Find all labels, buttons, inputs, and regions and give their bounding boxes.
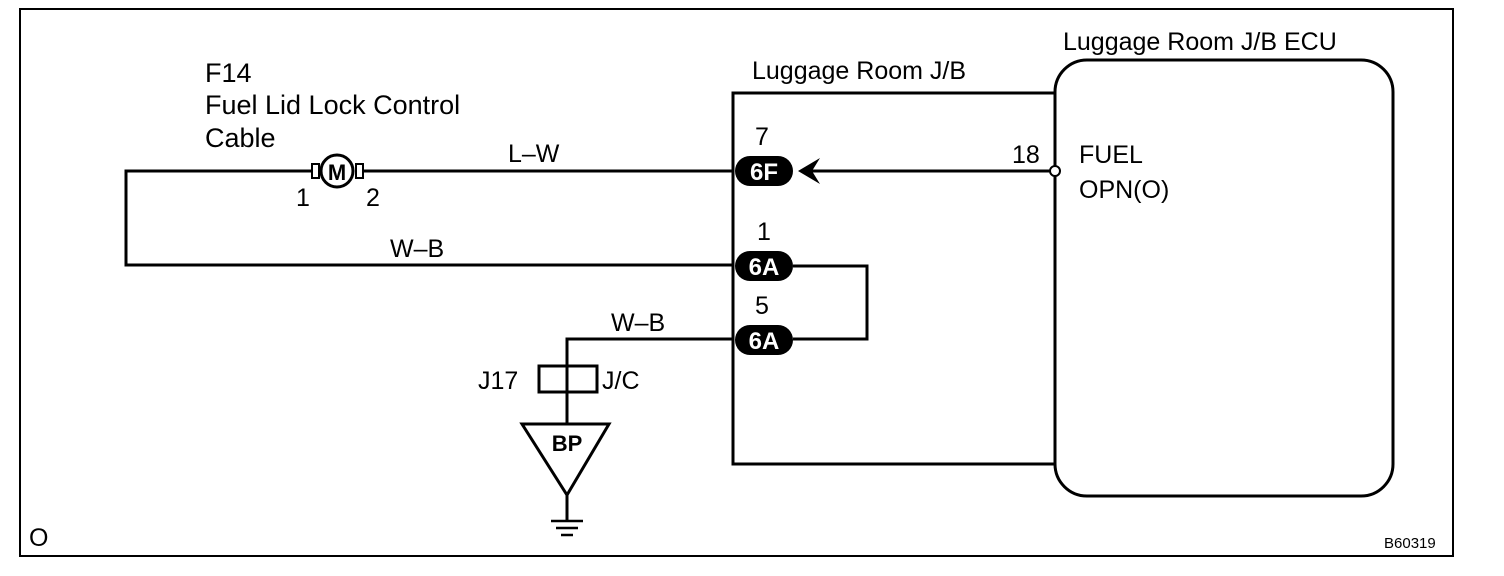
junction-block-outline — [731, 91, 1055, 466]
connector-6a-lower — [735, 325, 793, 355]
motor-symbol: M — [311, 153, 364, 189]
junction-connector-code: J17 — [478, 367, 518, 395]
ecu-terminal — [1049, 165, 1061, 177]
ecu-pin-number: 18 — [1012, 141, 1040, 169]
wire-label-top: L–W — [508, 140, 560, 168]
component-name-line2: Cable — [205, 123, 276, 153]
connector-6a-lower-label: 6A — [749, 328, 780, 355]
ground-point-label: BP — [552, 431, 583, 456]
connector-6a-upper — [735, 251, 793, 281]
figure-id: B60319 — [1384, 535, 1436, 552]
ecu-signal-line1: FUEL — [1079, 141, 1143, 169]
junction-connector-left — [537, 364, 569, 394]
corner-mark: O — [29, 524, 48, 552]
diagram-frame — [19, 8, 1454, 557]
connector-1-pin: 1 — [757, 218, 771, 246]
motor-symbol-label: M — [328, 160, 346, 185]
component-pin-right: 2 — [366, 184, 380, 212]
ecu-signal-line2: OPN(O) — [1079, 176, 1169, 204]
connector-6a-upper-label: 6A — [749, 254, 780, 281]
internal-bridge — [793, 264, 869, 341]
junction-connector-right — [565, 364, 599, 394]
wire-label-middle: W–B — [390, 235, 444, 263]
junction-block-title: Luggage Room J/B — [752, 57, 966, 85]
connector-6f — [735, 156, 793, 186]
ground-point — [519, 422, 612, 498]
component-name-line1: Fuel Lid Lock Control — [205, 90, 460, 120]
component-code: F14 — [205, 58, 252, 88]
ecu-outline — [1053, 58, 1395, 498]
wire-pin1-loop — [124, 169, 733, 267]
connector-6f-arrow — [798, 158, 820, 184]
wire-to-ground — [565, 337, 733, 424]
connector-7-pin: 7 — [755, 123, 769, 151]
ground-icon — [551, 519, 583, 537]
junction-connector-type: J/C — [602, 367, 640, 395]
wire-label-lower: W–B — [611, 309, 665, 337]
connector-5-pin: 5 — [755, 292, 769, 320]
ecu-title: Luggage Room J/B ECU — [1063, 28, 1337, 56]
component-pin-left: 1 — [296, 184, 310, 212]
connector-6f-label: 6F — [750, 159, 778, 186]
